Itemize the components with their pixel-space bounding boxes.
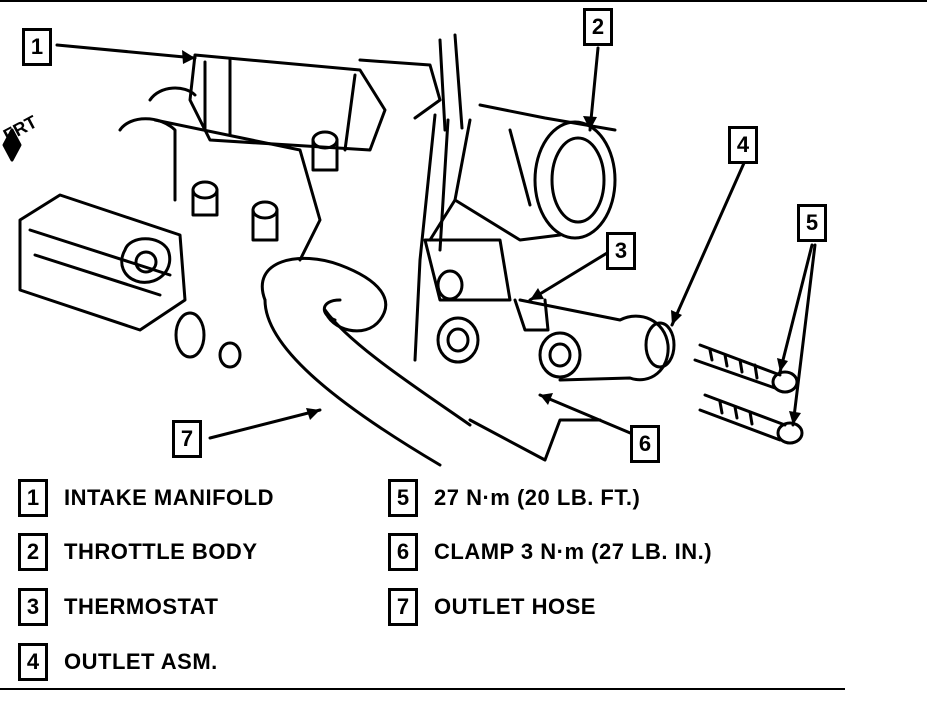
legend-text: THROTTLE BODY (64, 539, 258, 564)
callout-6: 6 (630, 425, 660, 463)
legend-item-7: 7 OUTLET HOSE (388, 587, 596, 627)
leader-2 (588, 46, 600, 132)
callout-5: 5 (797, 204, 827, 242)
legend-text: OUTLET ASM. (64, 649, 218, 674)
legend-item-3: 3 THERMOSTAT (18, 587, 219, 627)
leader-4 (670, 161, 746, 327)
legend-item-6: 6 CLAMP 3 N·m (27 LB. IN.) (388, 532, 712, 572)
legend-number: 4 (18, 643, 48, 681)
legend-number: 2 (18, 533, 48, 571)
legend-number: 7 (388, 588, 418, 626)
engine-block-shape (18, 193, 187, 332)
legend-item-4: 4 OUTLET ASM. (18, 642, 218, 682)
leader-5 (778, 243, 817, 427)
leader-3 (528, 248, 614, 302)
intake-manifold-shape (188, 53, 387, 152)
leader-7 (208, 408, 322, 440)
legend-text: OUTLET HOSE (434, 594, 596, 619)
callout-1: 1 (22, 28, 52, 66)
legend-number: 1 (18, 479, 48, 517)
outlet-hose-shape (261, 257, 388, 333)
leader-6 (538, 393, 637, 437)
legend-item-2: 2 THROTTLE BODY (18, 532, 258, 572)
legend-number: 6 (388, 533, 418, 571)
callout-7: 7 (172, 420, 202, 458)
engine-illustration (2, 33, 817, 467)
callout-3: 3 (606, 232, 636, 270)
top-rule (0, 0, 927, 2)
legend-text: 27 N·m (20 LB. FT.) (434, 485, 641, 510)
legend-number: 3 (18, 588, 48, 626)
bottom-rule (0, 688, 845, 690)
legend-text: THERMOSTAT (64, 594, 219, 619)
legend-text: INTAKE MANIFOLD (64, 485, 274, 510)
legend-item-1: 1 INTAKE MANIFOLD (18, 478, 274, 518)
legend-number: 5 (388, 479, 418, 517)
callout-2: 2 (583, 8, 613, 46)
legend-item-5: 5 27 N·m (20 LB. FT.) (388, 478, 640, 518)
leader-1 (55, 43, 197, 60)
callout-4: 4 (728, 126, 758, 164)
legend-text: CLAMP 3 N·m (27 LB. IN.) (434, 539, 713, 564)
